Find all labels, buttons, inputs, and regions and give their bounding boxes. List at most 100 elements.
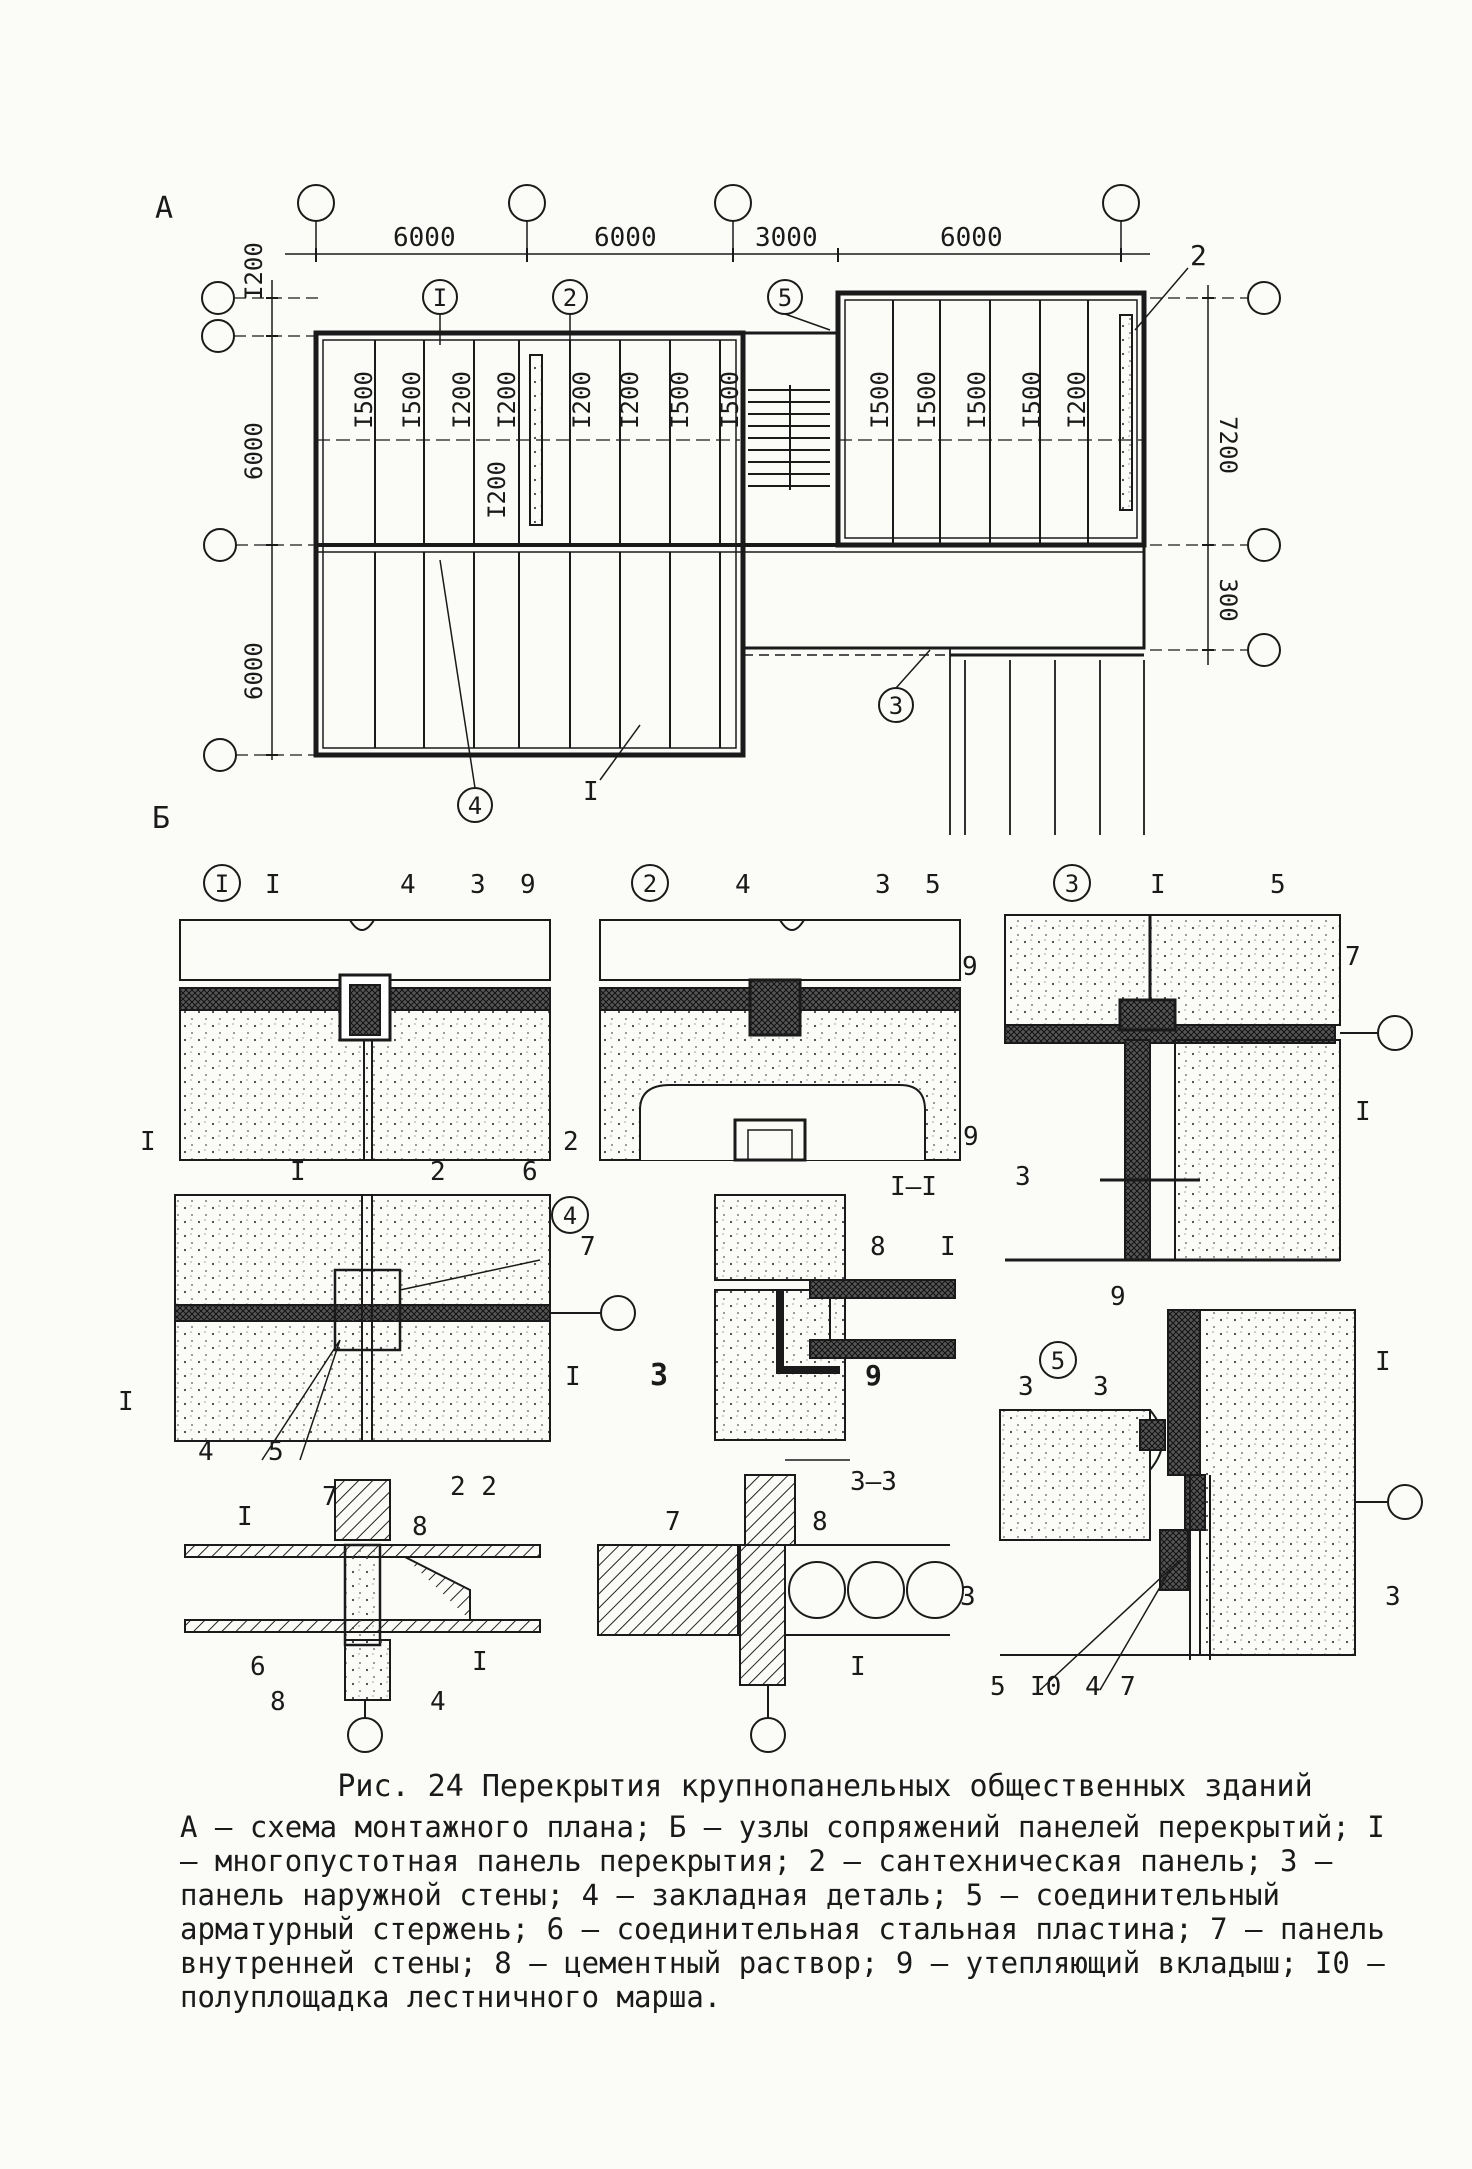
axis-bubble <box>1247 528 1281 562</box>
panel-width: I200 <box>483 461 511 519</box>
panel-width: I500 <box>350 371 378 429</box>
node-5-part: 4 <box>1085 1672 1101 1702</box>
section-i-part: I <box>940 1232 956 1262</box>
node-3-part: I <box>1355 1097 1371 1127</box>
node-4-part: I <box>565 1362 581 1392</box>
section-i-part: 8 <box>870 1232 886 1262</box>
node-2-id: 2 <box>643 870 657 898</box>
node-5-part: 3 <box>1018 1372 1034 1402</box>
panel-width: I500 <box>866 371 894 429</box>
node-3-id: 3 <box>1065 870 1079 898</box>
node-5-mark: 3 <box>1385 1582 1401 1612</box>
panel-width: I200 <box>1063 371 1091 429</box>
node-2-part: 9 <box>962 952 978 982</box>
section-2-2-title: 2 2 <box>450 1472 497 1502</box>
plan-a: А 6000 6000 3000 6000 I200 6000 6000 <box>155 184 1281 835</box>
details-label: Б <box>152 801 170 836</box>
node-4-part: 7 <box>580 1232 596 1262</box>
node-3-part: I <box>1150 870 1166 900</box>
node-5-part: 9 <box>1110 1282 1126 1312</box>
node-2-part: 3 <box>875 870 891 900</box>
axis-bubble <box>201 281 235 315</box>
dim-right-2: 300 <box>1214 578 1242 621</box>
node-3-part: 9 <box>963 1122 979 1152</box>
details-b: Б I I 4 3 9 I 2 4 3 5 9 2 I–I <box>118 801 1423 1753</box>
section-3-3: 3–3 7 8 I <box>597 1459 964 1753</box>
plan-callout: I <box>583 777 599 807</box>
sanitary-panel <box>1119 314 1133 511</box>
figure-title: Рис. 24 Перекрытия крупнопанельных общес… <box>337 1769 1313 1804</box>
plan-callout: 4 <box>468 792 482 820</box>
sanitary-panel <box>529 354 543 526</box>
section-3-3-part: I <box>850 1652 866 1682</box>
node-4-part: 4 <box>198 1437 214 1467</box>
dim-top-2: 6000 <box>594 223 657 253</box>
node-3-part: 7 <box>1345 942 1361 972</box>
section-2-2-part: 4 <box>430 1687 446 1717</box>
plan-callout: I <box>433 284 447 312</box>
section-2-2-part: 8 <box>270 1687 286 1717</box>
node-5-part: I0 <box>1030 1672 1061 1702</box>
plan-callout: 2 <box>1190 239 1207 272</box>
section-3-3-part: 8 <box>812 1507 828 1537</box>
node-4-mark: 2 <box>430 1157 446 1187</box>
axis-bubble <box>714 184 752 222</box>
panel-width: I200 <box>616 371 644 429</box>
node-5-part: I <box>1375 1347 1391 1377</box>
node-5: 9 5 3 3 I 5 I0 4 7 3 3 <box>960 1282 1423 1702</box>
dim-left-3: 6000 <box>240 642 268 700</box>
figure-caption: Рис. 24 Перекрытия крупнопанельных общес… <box>180 1769 1410 2015</box>
node-4: I 2 6 4 7 I I 4 5 <box>118 1157 636 1467</box>
node-2-part: 2 <box>563 1127 579 1157</box>
dim-right-1: 7200 <box>1214 416 1242 474</box>
dim-left-1: I200 <box>240 242 268 300</box>
panel-width: I200 <box>493 371 521 429</box>
axis-bubble <box>203 738 237 772</box>
section-2-2-part: I <box>237 1502 253 1532</box>
node-5-id: 5 <box>1051 1347 1065 1375</box>
node-1-part: 4 <box>400 870 416 900</box>
panel-width: I500 <box>963 371 991 429</box>
figure-24-drawing: А 6000 6000 3000 6000 I200 6000 6000 <box>118 184 1423 1753</box>
node-2-section: I–I <box>890 1172 937 1202</box>
node-5-part: 7 <box>1120 1672 1136 1702</box>
node-3-part: 5 <box>1270 870 1286 900</box>
panel-width: I200 <box>448 371 476 429</box>
node-1-part: I <box>140 1127 156 1157</box>
node-1-id: I <box>215 870 229 898</box>
panel-width: I500 <box>1018 371 1046 429</box>
node-2-part: 4 <box>735 870 751 900</box>
section-2-2-part: 7 <box>322 1482 338 1512</box>
panel-width: I500 <box>666 371 694 429</box>
node-5-part: 3 <box>1093 1372 1109 1402</box>
axis-bubble <box>201 319 235 353</box>
plan-callout: 2 <box>563 284 577 312</box>
dim-left-2: 6000 <box>240 422 268 480</box>
axis-bubble <box>203 528 237 562</box>
node-4-mark: I <box>290 1157 306 1187</box>
panel-width: I500 <box>716 371 744 429</box>
dim-top-4: 6000 <box>940 223 1003 253</box>
panel-width: I500 <box>398 371 426 429</box>
node-4-id: 4 <box>563 1202 577 1230</box>
node-2-part: 5 <box>925 870 941 900</box>
node-2: 2 4 3 5 9 2 I–I <box>563 864 978 1202</box>
panel-width: I200 <box>568 371 596 429</box>
plan-callout: 5 <box>778 284 792 312</box>
node-5-part: 5 <box>990 1672 1006 1702</box>
axis-bubble <box>1102 184 1140 222</box>
section-2-2-part: 8 <box>412 1512 428 1542</box>
section-3-3-part: 7 <box>665 1507 681 1537</box>
axis-bubble <box>1247 633 1281 667</box>
node-1: I I 4 3 9 I <box>140 864 551 1161</box>
section-2-2-part: 6 <box>250 1652 266 1682</box>
figure-legend: А – схема монтажного плана; Б – узлы соп… <box>180 1810 1385 2014</box>
section-2-2-part: I <box>472 1647 488 1677</box>
dim-top-1: 6000 <box>393 223 456 253</box>
section-i: 8 I 3 9 <box>650 1194 956 1441</box>
section-2-2: 2 2 7 I 8 6 8 4 I <box>184 1472 541 1753</box>
node-4-part: 6 <box>522 1157 538 1187</box>
node-1-part: 3 <box>470 870 486 900</box>
axis-bubble <box>1247 281 1281 315</box>
